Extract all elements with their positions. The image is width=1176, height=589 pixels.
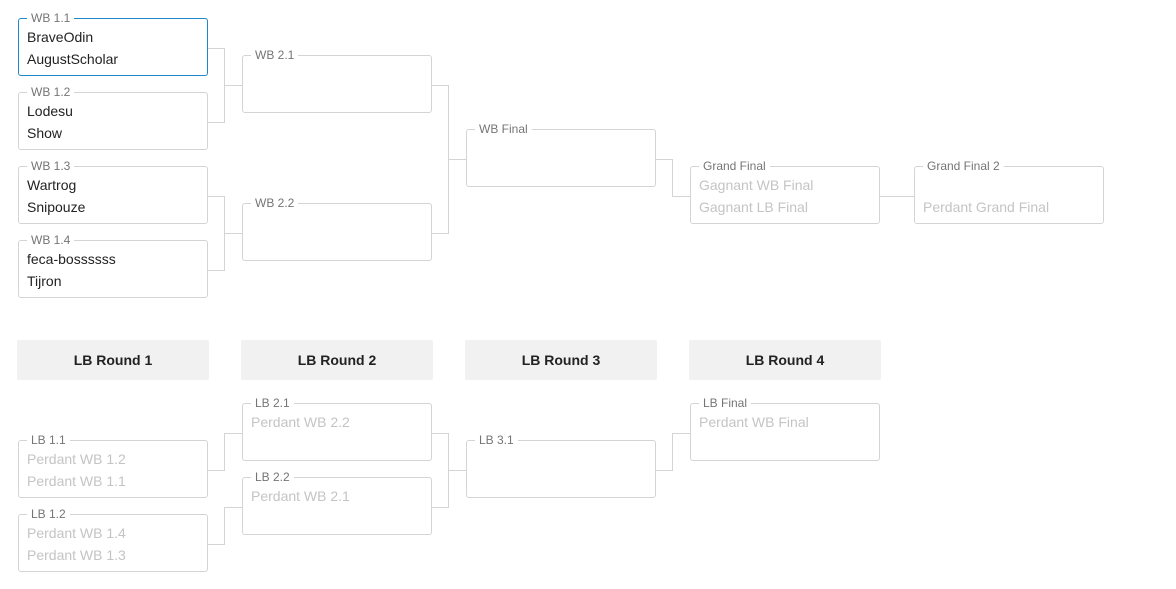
team-slot[interactable] [251,434,423,454]
match-lb-2-1[interactable]: LB 2.1 Perdant WB 2.2 [242,396,432,461]
match-wb-1-3[interactable]: WB 1.3 Wartrog Snipouze [18,159,208,224]
team-slot[interactable] [475,160,647,180]
match-lb-2-2[interactable]: LB 2.2 Perdant WB 2.1 [242,470,432,535]
team-slot[interactable] [699,434,871,454]
bracket-connector [432,507,448,508]
match-label: WB Final [475,122,532,136]
match-label: LB 3.1 [475,433,518,447]
match-label: WB 2.2 [251,196,299,210]
bracket-connector [224,233,242,234]
match-label: WB 1.1 [27,11,75,25]
bracket-connector [224,507,225,545]
team-slot[interactable]: BraveOdin [27,29,94,45]
match-label: WB 2.1 [251,48,299,62]
bracket-connector [672,159,673,196]
match-lb-3-1[interactable]: LB 3.1 [466,433,656,498]
bracket-connector [432,433,448,434]
bracket-connector [224,433,242,434]
bracket-connector [208,48,224,49]
bracket-connector [208,270,224,271]
team-slot[interactable]: Perdant WB 1.3 [27,547,126,563]
match-label: LB 2.2 [251,470,294,484]
team-slot[interactable]: Perdant WB 1.4 [27,525,126,541]
team-slot[interactable]: Tijron [27,273,62,289]
bracket-connector [656,159,672,160]
match-lb-1-2[interactable]: LB 1.2 Perdant WB 1.4 Perdant WB 1.3 [18,507,208,572]
team-slot[interactable] [251,234,423,254]
match-label: LB 2.1 [251,396,294,410]
team-slot[interactable]: Perdant Grand Final [923,199,1050,215]
team-slot[interactable]: Perdant WB Final [699,414,809,430]
team-slot[interactable] [251,212,423,232]
team-slot[interactable]: feca-bossssss [27,251,116,267]
match-wb-2-1[interactable]: WB 2.1 [242,48,432,113]
match-label: Grand Final [699,159,770,173]
team-slot[interactable]: Perdant WB 2.2 [251,414,350,430]
bracket-connector [432,233,448,234]
match-label: WB 1.3 [27,159,75,173]
team-slot[interactable] [475,449,647,469]
match-lb-final[interactable]: LB Final Perdant WB Final [690,396,880,461]
team-slot[interactable]: Show [27,125,63,141]
round-header-lb-4: LB Round 4 [689,340,881,380]
team-slot[interactable]: Perdant WB 1.1 [27,473,126,489]
match-wb-final[interactable]: WB Final [466,122,656,187]
team-slot[interactable]: Snipouze [27,199,86,215]
bracket-connector [224,85,242,86]
round-header-lb-2: LB Round 2 [241,340,433,380]
match-lb-1-1[interactable]: LB 1.1 Perdant WB 1.2 Perdant WB 1.1 [18,433,208,498]
bracket-connector [672,196,690,197]
bracket-connector [672,433,690,434]
team-slot[interactable]: Gagnant WB Final [699,177,814,193]
team-slot[interactable] [251,64,423,84]
team-slot[interactable] [251,86,423,106]
bracket-connector [208,196,224,197]
match-label: WB 1.2 [27,85,75,99]
match-label: Grand Final 2 [923,159,1004,173]
team-slot[interactable]: AugustScholar [27,51,119,67]
team-slot[interactable]: Perdant WB 1.2 [27,451,126,467]
bracket-connector [224,433,225,471]
match-label: LB 1.1 [27,433,70,447]
round-header-lb-1: LB Round 1 [17,340,209,380]
match-wb-1-1[interactable]: WB 1.1 BraveOdin AugustScholar [18,11,208,76]
bracket-connector [656,470,672,471]
match-label: LB Final [699,396,752,410]
bracket-connector [432,85,448,86]
match-label: WB 1.4 [27,233,75,247]
match-wb-1-4[interactable]: WB 1.4 feca-bossssss Tijron [18,233,208,298]
match-grand-final-2[interactable]: Grand Final 2 Perdant Grand Final [914,159,1104,224]
bracket-connector [880,196,914,197]
match-grand-final[interactable]: Grand Final Gagnant WB Final Gagnant LB … [690,159,880,224]
team-slot[interactable]: Perdant WB 2.1 [251,488,350,504]
team-slot[interactable] [475,471,647,491]
team-slot[interactable] [923,175,1095,195]
bracket-connector [672,433,673,471]
bracket-connector [208,544,224,545]
team-slot[interactable] [251,508,423,528]
match-label: LB 1.2 [27,507,70,521]
bracket-connector [448,159,466,160]
team-slot[interactable] [475,138,647,158]
bracket-connector [208,470,224,471]
round-header-lb-3: LB Round 3 [465,340,657,380]
team-slot[interactable]: Wartrog [27,177,77,193]
match-wb-2-2[interactable]: WB 2.2 [242,196,432,261]
team-slot[interactable]: Lodesu [27,103,73,119]
team-slot[interactable]: Gagnant LB Final [699,199,808,215]
bracket-connector [448,470,466,471]
match-wb-1-2[interactable]: WB 1.2 Lodesu Show [18,85,208,150]
bracket-connector [224,507,242,508]
bracket-connector [208,122,224,123]
